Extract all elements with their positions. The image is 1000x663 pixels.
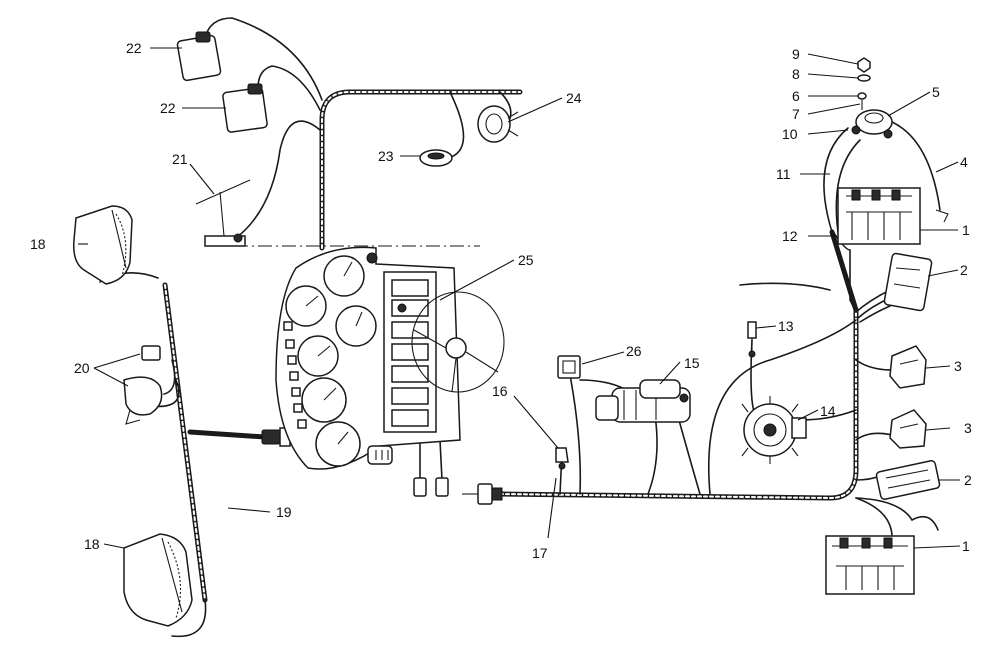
- dash-connector: [261, 427, 291, 447]
- label-26: 26: [626, 343, 642, 359]
- label-11: 11: [776, 166, 791, 182]
- label-6: 6: [792, 88, 800, 104]
- rear-lamp-lower: [875, 460, 941, 500]
- alternator-14: [741, 396, 807, 464]
- leader-lines: [78, 47, 961, 549]
- label-24: 24: [566, 90, 582, 106]
- label-22-upper: 22: [126, 40, 142, 56]
- label-10: 10: [782, 126, 798, 142]
- label-2-lower: 2: [964, 472, 972, 488]
- label-8: 8: [792, 66, 800, 82]
- label-15: 15: [684, 355, 700, 371]
- label-13: 13: [778, 318, 794, 334]
- label-3-upper: 3: [954, 358, 962, 374]
- main-connector: [462, 483, 503, 505]
- label-7: 7: [792, 106, 800, 122]
- washer-6: [857, 92, 867, 100]
- label-4: 4: [960, 154, 968, 170]
- label-12: 12: [782, 228, 798, 244]
- battery-upper: [837, 187, 949, 245]
- label-3-lower: 3: [964, 420, 972, 436]
- buzzer-23: [419, 149, 453, 167]
- label-25: 25: [518, 252, 534, 268]
- label-19: 19: [276, 504, 292, 520]
- switch-20: [123, 345, 163, 425]
- label-9: 9: [792, 46, 800, 62]
- nut-9: [857, 57, 871, 73]
- washer-8: [857, 74, 871, 82]
- instrument-panel: [275, 246, 461, 497]
- horn-24: [477, 105, 519, 143]
- side-lamp-lower: [889, 409, 927, 449]
- battery-lower: [825, 535, 915, 595]
- sensor-13: [747, 321, 757, 358]
- callout-labels: 22 22 21 23 24 18 20 19 18 25 26 16 17 1…: [30, 40, 972, 561]
- label-16: 16: [492, 383, 508, 399]
- rear-lamp-upper: [883, 252, 933, 312]
- label-1-upper: 1: [962, 222, 970, 238]
- starter-motor-15: [595, 379, 691, 423]
- label-1-lower: 1: [962, 538, 970, 554]
- side-lamp-upper: [889, 345, 927, 389]
- sender-16: [555, 447, 569, 470]
- roof-lamp-lower: [222, 83, 268, 133]
- label-23: 23: [378, 148, 394, 164]
- label-22-lower: 22: [160, 100, 176, 116]
- label-18-lower: 18: [84, 536, 100, 552]
- steering-wheel: [411, 291, 505, 393]
- roof-lamp-upper: [176, 31, 222, 82]
- label-18-upper: 18: [30, 236, 46, 252]
- label-17: 17: [532, 545, 548, 561]
- relay-26: [557, 355, 581, 379]
- label-14: 14: [820, 403, 836, 419]
- label-5: 5: [932, 84, 940, 100]
- label-21: 21: [172, 151, 188, 167]
- wiper-assembly: [195, 179, 251, 247]
- label-20: 20: [74, 360, 90, 376]
- headlamp-lower: [123, 533, 193, 627]
- ground-switch-5: [851, 109, 893, 139]
- label-2-upper: 2: [960, 262, 968, 278]
- headlamp-upper: [72, 205, 133, 285]
